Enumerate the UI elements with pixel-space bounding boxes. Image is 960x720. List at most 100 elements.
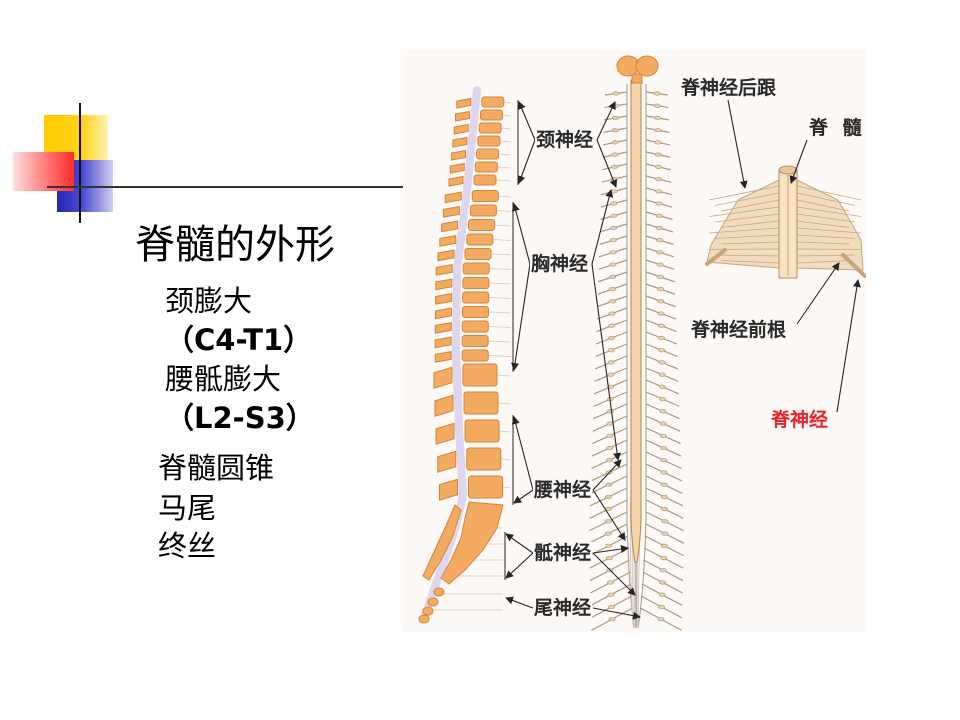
- spinal-ganglion: [653, 91, 661, 96]
- segment-guide-line: [488, 355, 512, 357]
- label-spinal-cord: 脊 髓: [808, 117, 866, 139]
- label-coccygeal-nerve: 尾神经: [533, 597, 593, 619]
- spinal-ganglion: [654, 140, 662, 145]
- coccyx-segment: [433, 587, 445, 597]
- label-spinal-nerve: 脊神经: [770, 409, 830, 431]
- coccyx-segment: [422, 606, 434, 616]
- spinal-ganglion: [654, 164, 662, 169]
- pointer-arrow: [592, 552, 636, 596]
- spinal-ganglion: [656, 250, 664, 255]
- rootlet-right: [796, 213, 856, 223]
- label-dorsal-root: 脊神经后跟: [680, 77, 778, 99]
- spinal-ganglion: [661, 507, 669, 512]
- spinal-ganglion: [655, 176, 663, 182]
- rootlet-left: [714, 192, 780, 206]
- spinal-ganglion: [659, 580, 667, 585]
- thoracic-vertebral-body: [461, 349, 489, 362]
- lumbar-vertebral-body: [462, 363, 498, 387]
- brainstem-neck: [631, 73, 643, 84]
- thoracic-spinous-process: [434, 307, 452, 320]
- thoracic-spinous-process: [434, 322, 452, 334]
- spinal-ganglion: [654, 152, 662, 157]
- spinal-ganglion: [660, 494, 668, 500]
- thoracic-spinous-process: [442, 206, 460, 218]
- segment-guide-line: [498, 153, 512, 156]
- pointer-arrow: [592, 489, 626, 541]
- spinal-ganglion: [608, 617, 616, 622]
- spinal-ganglion: [611, 152, 619, 157]
- cervical-spinous-process: [448, 175, 464, 187]
- segment-guide-line: [497, 166, 512, 169]
- rootlet-right: [796, 248, 862, 250]
- spinal-ganglion: [659, 421, 667, 426]
- spinal-ganglion: [659, 397, 667, 402]
- rootlet-left: [714, 234, 780, 239]
- spinal-ganglion: [657, 311, 665, 316]
- spinal-ganglion: [659, 568, 667, 573]
- thoracic-spinous-process: [435, 278, 453, 291]
- spinal-ganglion: [655, 213, 663, 218]
- label-sacral-nerves: 骶神经: [533, 542, 593, 564]
- rootlet-right: [796, 220, 850, 228]
- spinal-ganglion: [654, 128, 662, 133]
- spinal-ganglion: [659, 409, 667, 414]
- cervical-vertebral-body: [480, 109, 503, 121]
- pointer-arrow: [511, 263, 531, 371]
- rootlet-right: [796, 260, 850, 264]
- spinal-ganglion: [608, 335, 616, 341]
- thoracic-vertebral-body: [461, 335, 489, 347]
- spinal-ganglion: [612, 115, 620, 121]
- spinal-ganglion: [658, 384, 666, 390]
- pointer-arrow: [789, 139, 808, 184]
- thoracic-vertebral-body: [462, 291, 490, 304]
- spinal-ganglion: [655, 225, 663, 231]
- pointer-arrow: [796, 262, 840, 325]
- coccyx-segment: [427, 597, 439, 607]
- spinal-ganglion: [604, 519, 612, 524]
- pointer-arrow: [518, 101, 536, 141]
- segment-guide-line: [498, 195, 512, 198]
- rootlet-right: [796, 199, 850, 212]
- pointer-arrow: [592, 607, 641, 620]
- thoracic-vertebral-body: [462, 262, 490, 275]
- spinal-ganglion: [608, 311, 616, 316]
- spinal-ganglion: [609, 238, 617, 243]
- spinal-cord-illustration: [418, 55, 866, 631]
- segment-guide-line: [492, 239, 512, 241]
- spinal-ganglion: [661, 519, 669, 524]
- spinal-ganglion: [659, 433, 667, 438]
- thoracic-vertebral-body: [462, 277, 490, 289]
- segment-guide-line: [488, 340, 512, 343]
- spinal-ganglion: [609, 250, 617, 255]
- spinal-ganglion: [605, 482, 613, 487]
- spinal-ganglion: [605, 494, 613, 500]
- spinal-ganglion: [658, 604, 666, 610]
- segment-guide-line: [499, 140, 512, 143]
- spinal-ganglion: [607, 348, 615, 353]
- pointer-arrow: [596, 139, 618, 188]
- cervical-vertebral-body: [476, 148, 500, 160]
- spinal-ganglion: [605, 458, 613, 463]
- segment-guide-line: [503, 101, 512, 104]
- spinal-ganglion: [606, 409, 614, 414]
- cervical-vertebral-body: [481, 96, 505, 108]
- spinal-ganglion: [653, 103, 661, 108]
- rootlet-left: [720, 260, 780, 264]
- segment-guide-line: [488, 297, 512, 299]
- thoracic-spinous-process: [444, 191, 462, 204]
- spinal-ganglion: [658, 372, 666, 377]
- segment-guide-line: [500, 458, 512, 461]
- thoracic-spinous-process: [434, 336, 452, 349]
- list-item-filum-terminale: 终丝: [158, 529, 217, 563]
- thoracic-vertebral-body: [466, 233, 494, 246]
- spinal-ganglion: [661, 531, 669, 536]
- segment-guide-line: [490, 253, 512, 256]
- spinal-ganglion: [658, 592, 666, 597]
- rootlet-right: [796, 185, 862, 201]
- segment-guide-line: [495, 179, 512, 182]
- rootlet-right: [796, 227, 862, 234]
- slide-title: 脊髓的外形: [135, 222, 335, 268]
- spinal-ganglion: [655, 201, 663, 206]
- spinal-ganglion: [660, 555, 668, 561]
